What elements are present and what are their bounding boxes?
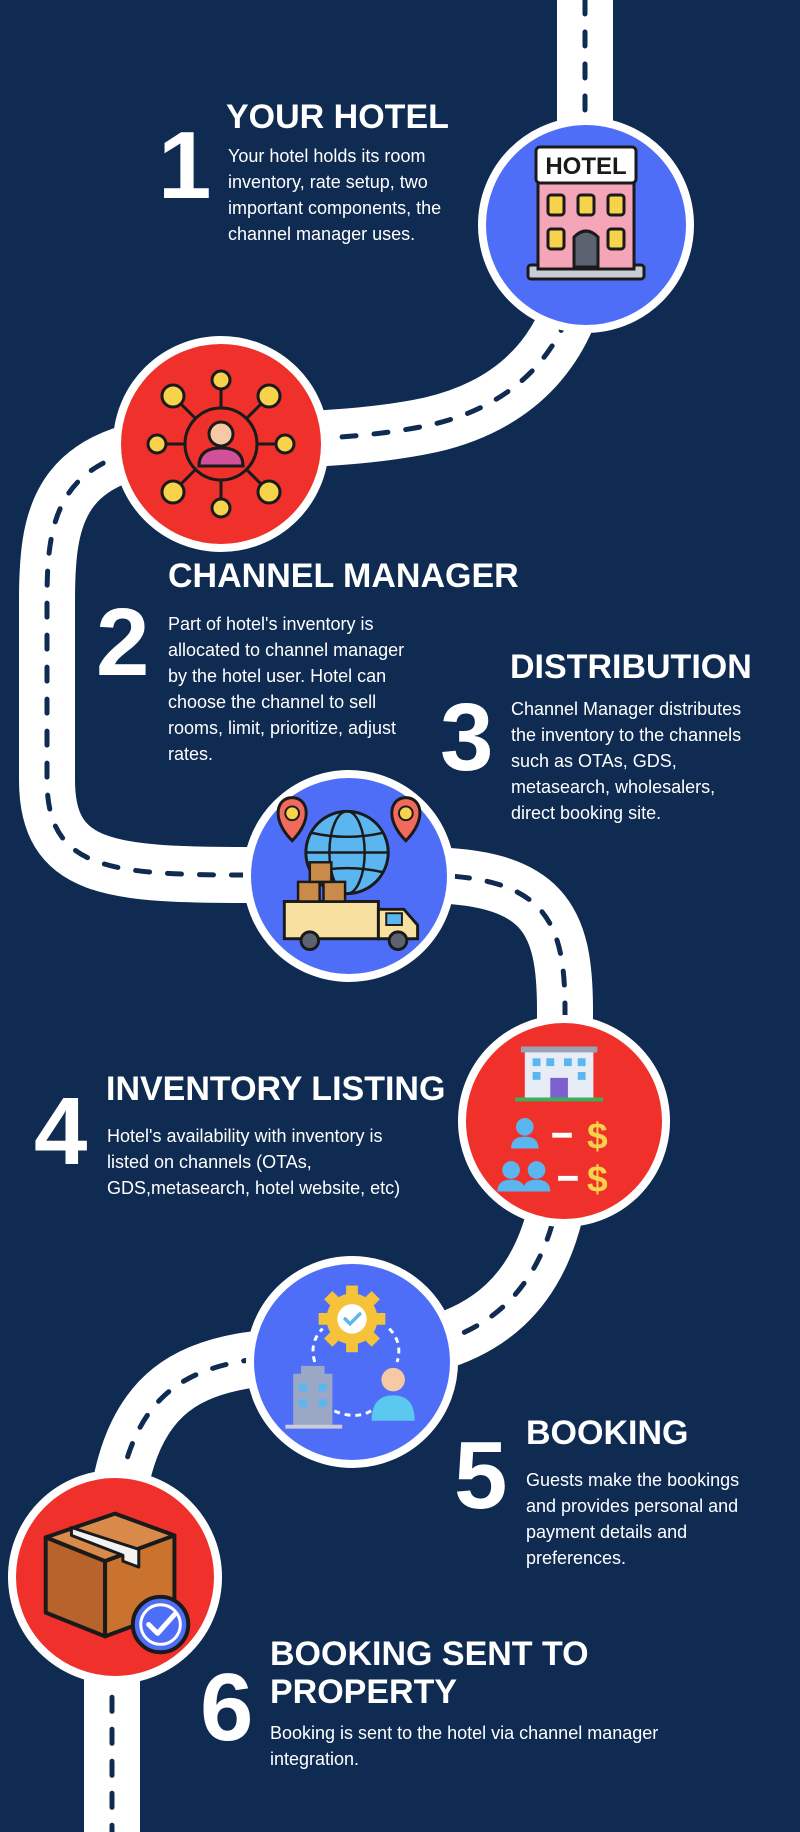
- gear-booking-flow-icon: [285, 1285, 415, 1429]
- step-4-title: INVENTORY LISTING: [106, 1070, 446, 1108]
- hotel-sign-text: HOTEL: [545, 153, 626, 180]
- step-1-circle: HOTEL: [478, 117, 694, 333]
- step-5-title: BOOKING: [526, 1414, 689, 1452]
- step-5-number: 5: [454, 1422, 508, 1529]
- step-2-title: CHANNEL MANAGER: [168, 557, 519, 595]
- step-5-circle: [246, 1256, 458, 1468]
- step-1-title: YOUR HOTEL: [226, 98, 449, 136]
- globe-delivery-truck-icon: [276, 796, 422, 951]
- step-5-description: Guests make the bookings and provides pe…: [526, 1470, 740, 1568]
- hotel-building-icon: HOTEL: [526, 145, 646, 281]
- step-3-title: DISTRIBUTION: [510, 648, 752, 686]
- step-4-number: 4: [34, 1078, 88, 1185]
- step-4-circle: $ $: [458, 1015, 670, 1227]
- step-6-number: 6: [200, 1654, 254, 1761]
- step-2-number: 2: [96, 589, 150, 696]
- step-2-description: Part of hotel's inventory is allocated t…: [168, 614, 405, 764]
- hotel-pricing-icon: $ $: [497, 1046, 608, 1200]
- currency-symbol-2: $: [587, 1158, 608, 1200]
- step-6-description: Booking is sent to the hotel via channel…: [270, 1723, 659, 1769]
- step-3-number: 3: [440, 684, 494, 791]
- currency-symbol-1: $: [587, 1114, 608, 1156]
- step-3-description: Channel Manager distributes the inventor…: [511, 699, 742, 823]
- network-person-icon: [146, 369, 296, 519]
- step-6-title: BOOKING SENT TO PROPERTY: [270, 1635, 589, 1712]
- step-1-number: 1: [158, 112, 212, 219]
- step-1-description: Your hotel holds its room inventory, rat…: [228, 146, 442, 244]
- step-6-circle: [8, 1470, 222, 1684]
- step-3-circle: [243, 770, 455, 982]
- step-4-description: Hotel's availability with inventory is l…: [107, 1126, 401, 1198]
- step-2-circle: [113, 336, 329, 552]
- package-check-icon: [43, 1511, 191, 1655]
